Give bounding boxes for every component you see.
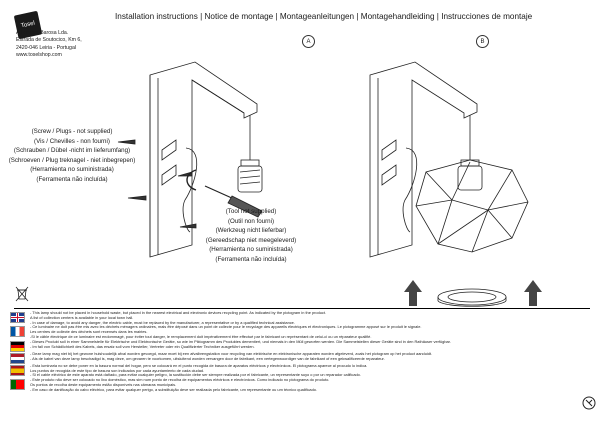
tool-label-es: (Herramienta no suministrada): [209, 246, 293, 254]
screw-label-pt: (Ferramenta não incluída): [36, 175, 108, 183]
disposal-notes: - This lamp should not be placed in hous…: [10, 310, 570, 393]
note-en-line-3: - In case of damage, to avoid any danger…: [30, 319, 295, 325]
tool-label-fr: (Outil non fourni): [227, 217, 275, 225]
note-nl-line-2: - Als de kabel van deze lamp beschadigd …: [30, 355, 385, 361]
lamp-socket-a: [237, 159, 263, 193]
panel-a-label: A: [302, 35, 315, 48]
wall-bracket-b: [369, 61, 478, 258]
note-es-line-3: - Si el cable eléctrico de este aparato …: [30, 372, 361, 378]
wall-bracket-a: [149, 61, 258, 258]
screw-plugs-labels: (Screw / Plugs - not supplied) (Vis / Ch…: [8, 127, 136, 185]
company-city: 2420-046 Leiria - Portugal: [16, 44, 76, 51]
note-de: - Dieses Produkt soll in einer Sammelste…: [10, 338, 570, 352]
note-nl-line-1: - Deze lamp mag niet bij het gewone huis…: [30, 350, 433, 356]
screwdriver-icon: [204, 185, 263, 218]
note-es-line-1: - Esta luminaria no se debe poner en la …: [30, 362, 368, 368]
tool-labels: (Tool not supplied) (Outil non fourni) (…: [196, 207, 306, 265]
screw-label-fr: (Vis / Chevilles - non fourni): [34, 137, 110, 145]
screw-label-de: (Schrauben / Dübel -nicht im lieferumfan…: [13, 147, 131, 155]
flag-es-icon: [10, 364, 25, 376]
company-address: A Ferreira Barosa Lda. Estrada de Soutoc…: [16, 30, 82, 60]
tool-label-de: (Werkzeug nicht lieferbar): [215, 227, 287, 235]
page-title: Installation instructions | Notice de mo…: [115, 12, 533, 21]
weee-crossed-bin-icon: [15, 286, 29, 302]
company-website: www.toselshop.com: [16, 52, 62, 59]
note-fr-line-1: - Ce luminaire ne doit pas être mis avec…: [30, 324, 422, 330]
panel-b-label: B: [476, 35, 489, 48]
divider: [14, 308, 590, 309]
screw-icon: [117, 139, 197, 229]
note-en: - This lamp should not be placed in hous…: [10, 310, 570, 325]
fixing-ring: [437, 288, 507, 307]
note-pt-line-2: Os pontos de recolha deste equipamento e…: [30, 381, 177, 387]
flag-nl-icon: [10, 352, 25, 364]
note-fr-line-2: Les centres de collecte des déchets sont…: [30, 329, 148, 335]
company-name: A Ferreira Barosa Lda.: [16, 30, 69, 36]
note-fr-line-3: -Si le câble électrique de ce luminaire …: [30, 333, 372, 339]
tool-label-pt: (Ferramenta não incluída): [215, 255, 287, 263]
up-arrow-icon: [404, 280, 542, 306]
note-de-line-2: - Im fall von Schädlichkeit des Kabels, …: [30, 343, 255, 349]
flag-fr-icon: [10, 326, 25, 338]
company-street: Estrada de Soutocico, Km 6,: [16, 37, 82, 44]
note-fr: - Ce luminaire ne doit pas être mis avec…: [10, 325, 570, 339]
installation-illustration: [117, 61, 542, 307]
flag-de-icon: [10, 340, 25, 352]
note-es-line-2: Los puntos de recogida de este tipo de b…: [30, 367, 205, 373]
note-pt-line-3: - Em caso de danificação do cabo eléctri…: [30, 386, 317, 392]
note-en-line-2: A list of collection centers is availabl…: [30, 314, 134, 320]
note-de-line-1: - Dieses Produkt soll in einer Sammelste…: [30, 338, 451, 344]
note-nl: - Deze lamp mag niet bij het gewone huis…: [10, 350, 570, 364]
flag-uk-icon: [10, 312, 25, 323]
note-en-line-1: - This lamp should not be placed in hous…: [30, 310, 327, 315]
flag-pt-icon: [10, 379, 25, 391]
note-pt: - Este produto não deve ser colocado no …: [10, 377, 570, 392]
recycling-icon: [582, 396, 596, 410]
note-pt-line-1: - Este produto não deve ser colocado no …: [30, 377, 330, 383]
cage-lampshade: [415, 159, 529, 253]
note-es: - Esta luminaria no se debe poner en la …: [10, 362, 570, 378]
rotate-arrow-icon: [186, 169, 197, 191]
screw-label-en: (Screw / Plugs - not supplied): [31, 128, 113, 135]
cable-loop-b: [402, 147, 418, 233]
tool-label-en: (Tool not supplied): [225, 208, 277, 215]
screw-label-nl: (Schroeven / Plug treknagel - niet inbeg…: [8, 156, 136, 164]
screw-label-es: (Herramienta no suministrada): [30, 166, 114, 174]
tool-label-nl: (Gereedschap niet meegeleverd): [205, 236, 297, 244]
